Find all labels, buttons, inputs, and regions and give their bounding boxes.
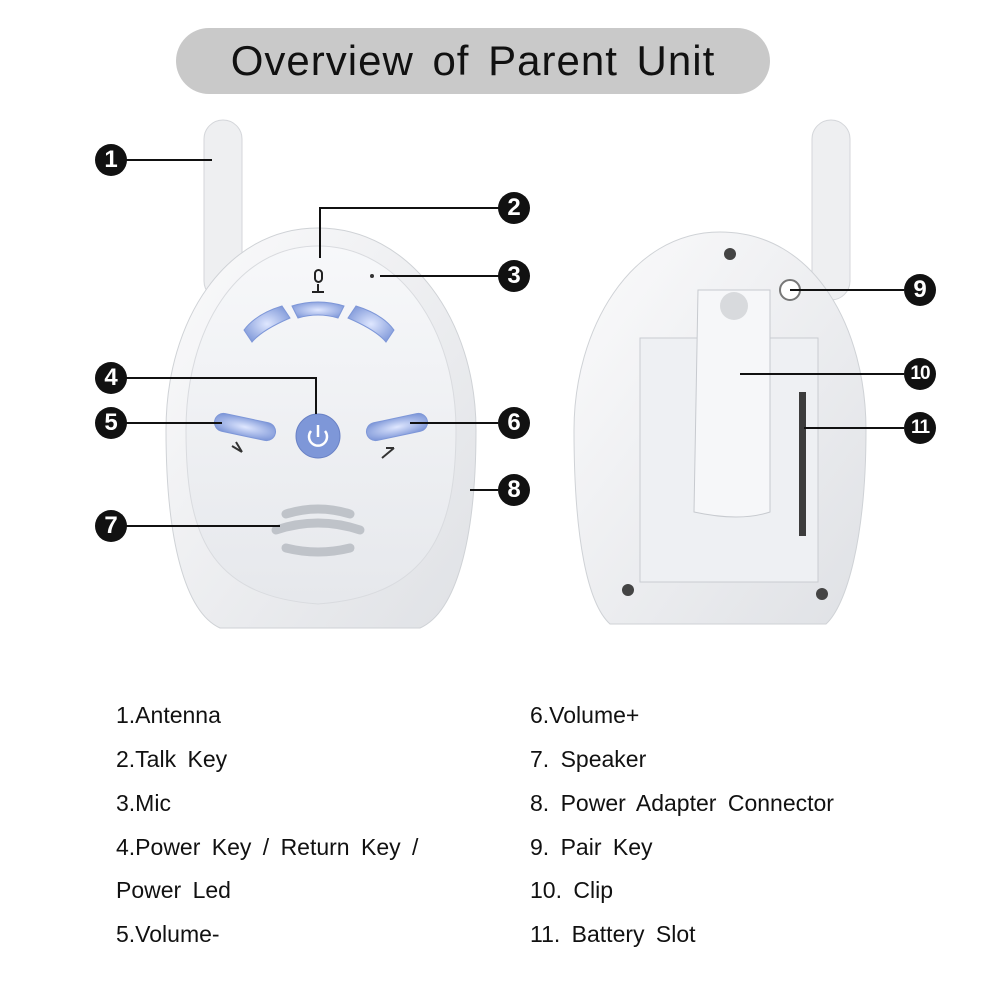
belt-clip [693,289,771,518]
volume-up-arrow-icon [381,447,395,459]
legend-item-3: 3.Mic [116,790,171,816]
legend-item-4: 4.Power Key / Return Key / [116,834,419,860]
screw-bottom-left [622,584,634,596]
volume-down-arrow-icon [231,441,243,453]
legend-item-9: 9. Pair Key [530,834,653,860]
volume-plus-key [365,412,429,442]
speaker-slot-2 [271,518,365,535]
callout-6: 6 [498,407,530,439]
back-antenna [811,119,851,301]
legend-item-4-cont: Power Led [116,877,231,903]
legend-item-8: 8. Power Adapter Connector [530,790,834,816]
power-icon [307,425,329,447]
callout-4: 4 [95,362,127,394]
screw-bottom-right [816,588,828,600]
legend-item-7: 7. Speaker [530,746,647,772]
callout-8: 8 [498,474,530,506]
talk-key [291,301,345,319]
callout-10: 10 [904,358,936,390]
mic-icon [312,269,324,293]
legend-item-11: 11. Battery Slot [530,921,696,947]
leader-lines [126,159,904,527]
callout-1: 1 [95,144,127,176]
volume-minus-key [213,412,277,442]
callout-9: 9 [904,274,936,306]
speaker-slot-3 [281,543,355,557]
title-banner: Overview of Parent Unit [176,28,770,94]
legend-item-1: 1.Antenna [116,702,221,728]
battery-slot [799,392,806,536]
legend-item-5: 5.Volume- [116,921,220,947]
right-arc-button [347,305,395,343]
legend-item-2: 2.Talk Key [116,746,228,772]
clip-hole [720,292,748,320]
callout-7: 7 [95,510,127,542]
back-unit [573,119,867,625]
mic-hole [370,274,374,278]
callout-2: 2 [498,192,530,224]
screw-top [724,248,736,260]
legend-item-6: 6.Volume+ [530,702,640,728]
callout-5: 5 [95,407,127,439]
left-arc-button [243,305,291,343]
speaker-slot-1 [281,504,355,519]
callout-3: 3 [498,260,530,292]
page-title: Overview of Parent Unit [230,37,716,84]
callout-11: 11 [904,412,936,444]
front-unit [165,119,477,629]
legend-item-10: 10. Clip [530,877,613,903]
